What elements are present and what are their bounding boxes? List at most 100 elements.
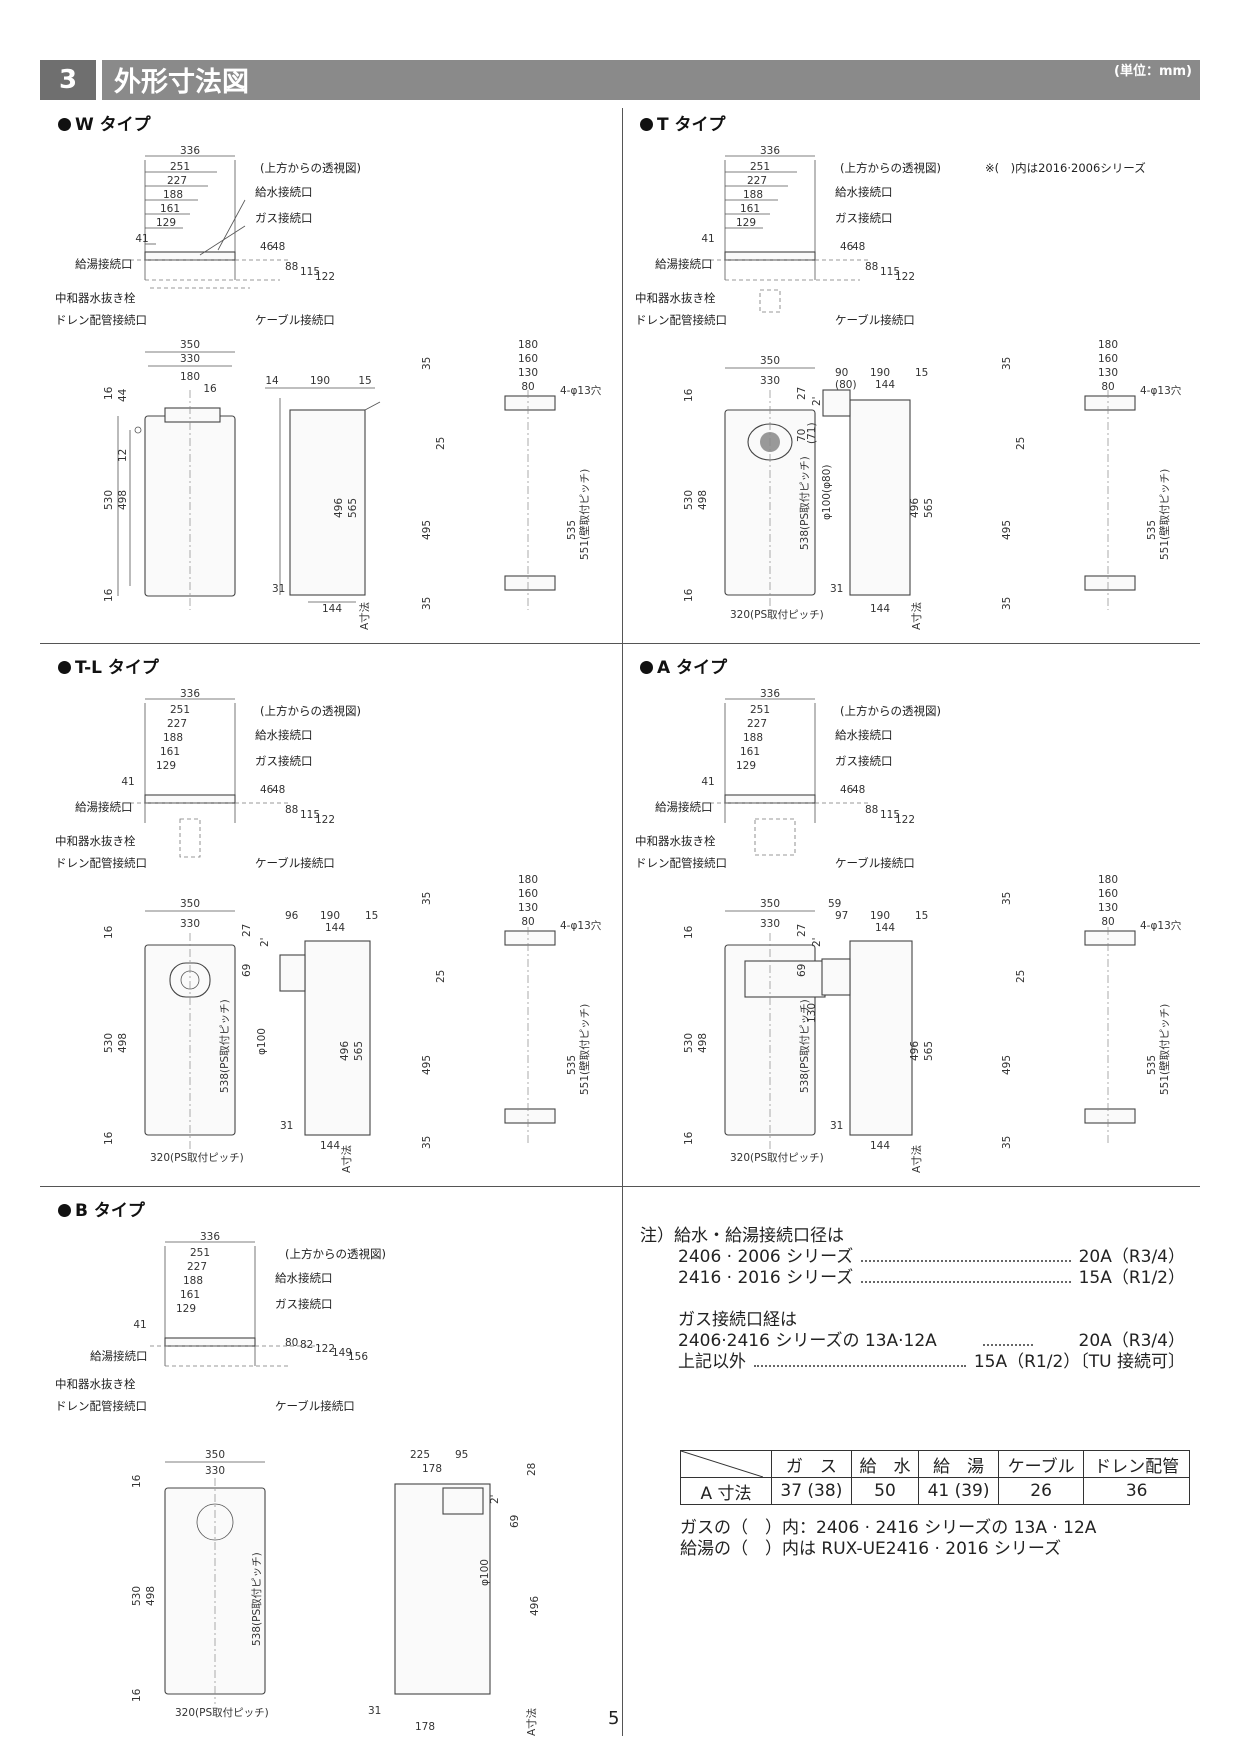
svg-text:16: 16 [683,388,695,402]
table-row: A 寸法 37 (38) 50 41 (39) 26 36 [680,1477,1190,1505]
svg-text:25: 25 [435,437,447,450]
svg-text:122: 122 [315,271,335,283]
svg-text:A寸法: A寸法 [340,1145,353,1173]
svg-text:495: 495 [1001,1055,1013,1075]
svg-text:190: 190 [310,375,330,387]
svg-text:88: 88 [285,804,298,816]
svg-text:161: 161 [160,203,180,215]
svg-text:156: 156 [348,1351,368,1363]
svg-text:2': 2' [489,1494,501,1504]
svg-text:330: 330 [760,918,780,930]
svg-text:35: 35 [421,597,433,610]
svg-text:160: 160 [1098,888,1118,900]
svg-text:70: 70 [796,429,808,442]
svg-text:ドレン配管接続口: ドレン配管接続口 [635,313,727,327]
svg-text:80: 80 [521,916,534,928]
svg-text:給水接続口: 給水接続口 [835,185,893,199]
svg-text:188: 188 [183,1275,203,1287]
svg-text:給水接続口: 給水接続口 [255,728,313,742]
svg-text:129: 129 [156,217,176,229]
svg-text:530: 530 [103,490,115,510]
svg-text:59: 59 [828,898,841,910]
svg-text:(上方からの透視図): (上方からの透視図) [260,704,361,718]
table-note-2: 給湯の（ ）内は RUX-UE2416 · 2016 シリーズ [680,1539,1062,1559]
heading-a-type: A タイプ [640,653,727,678]
svg-text:330: 330 [205,1465,225,1477]
svg-text:ガス接続口: ガス接続口 [275,1297,333,1311]
svg-text:ガス接続口: ガス接続口 [255,211,313,225]
table-header-row: ガ ス 給 水 給 湯 ケーブル ドレン配管 [680,1450,1190,1478]
note-line-gas: ガス接続口経は [678,1310,797,1330]
row-divider-2 [40,1186,1200,1187]
svg-text:227: 227 [167,718,187,730]
row-divider-1 [40,643,1200,644]
svg-text:160: 160 [518,353,538,365]
svg-text:538(PS取付ピッチ): 538(PS取付ピッチ) [798,999,811,1093]
svg-text:4-φ13穴: 4-φ13穴 [560,919,602,932]
svg-text:88: 88 [865,261,878,273]
svg-text:565: 565 [923,498,935,518]
svg-text:178: 178 [415,1721,435,1733]
svg-text:46: 46 [260,784,274,796]
svg-text:122: 122 [315,1343,335,1355]
svg-text:498: 498 [117,1033,129,1053]
svg-text:2': 2' [811,937,823,947]
svg-text:330: 330 [760,375,780,387]
svg-text:A寸法: A寸法 [358,602,371,630]
svg-text:336: 336 [180,688,200,700]
svg-text:ケーブル接続口: ケーブル接続口 [275,1399,355,1413]
svg-text:130: 130 [518,902,538,914]
svg-text:46: 46 [840,241,854,253]
table-cell-cable: 26 [997,1477,1085,1505]
svg-text:350: 350 [180,339,200,351]
svg-text:4-φ13穴: 4-φ13穴 [560,384,602,397]
svg-text:188: 188 [163,189,183,201]
svg-text:97: 97 [835,910,848,922]
svg-text:A寸法: A寸法 [525,1708,538,1736]
svg-text:31: 31 [272,583,285,595]
svg-text:16: 16 [103,925,115,939]
svg-text:144: 144 [320,1140,340,1152]
svg-text:178: 178 [422,1463,442,1475]
heading-t-type: T タイプ [640,110,726,135]
center-divider [622,108,623,1736]
svg-text:160: 160 [1098,353,1118,365]
svg-text:149: 149 [332,1347,352,1359]
svg-text:80: 80 [1101,916,1114,928]
svg-text:129: 129 [736,217,756,229]
svg-text:330: 330 [180,353,200,365]
svg-text:115: 115 [300,809,320,821]
svg-text:16: 16 [103,1131,115,1145]
w-type-drawing: 336 251 227 188 161 129 41 (上方からの透視図) 給水… [55,145,602,630]
unit-label: (単位：mm) [1114,64,1192,79]
table-notes: ガスの（ ）内：2406 · 2416 シリーズの 13A · 12A 給湯の（… [680,1518,1190,1560]
svg-text:中和器水抜き栓: 中和器水抜き栓 [635,291,716,305]
svg-text:31: 31 [830,1120,843,1132]
svg-text:350: 350 [760,355,780,367]
svg-text:16: 16 [683,925,695,939]
svg-text:144: 144 [875,379,895,391]
svg-text:給水接続口: 給水接続口 [275,1271,333,1285]
svg-text:41: 41 [701,233,714,245]
svg-text:A寸法: A寸法 [910,1145,923,1173]
svg-text:φ100: φ100 [256,1028,268,1055]
table-header-cable: ケーブル [997,1450,1085,1478]
svg-text:538(PS取付ピッチ): 538(PS取付ピッチ) [218,999,231,1093]
svg-text:190: 190 [870,367,890,379]
svg-text:320(PS取付ピッチ): 320(PS取付ピッチ) [730,608,824,621]
svg-text:129: 129 [176,1303,196,1315]
svg-text:130: 130 [518,367,538,379]
svg-text:69: 69 [796,964,808,977]
svg-text:69: 69 [241,964,253,977]
svg-text:495: 495 [421,1055,433,1075]
table-cell-gas: 37 (38) [771,1477,852,1505]
svg-text:ガス接続口: ガス接続口 [835,211,893,225]
svg-text:188: 188 [743,732,763,744]
svg-text:551(壁取付ピッチ): 551(壁取付ピッチ) [578,1004,591,1095]
